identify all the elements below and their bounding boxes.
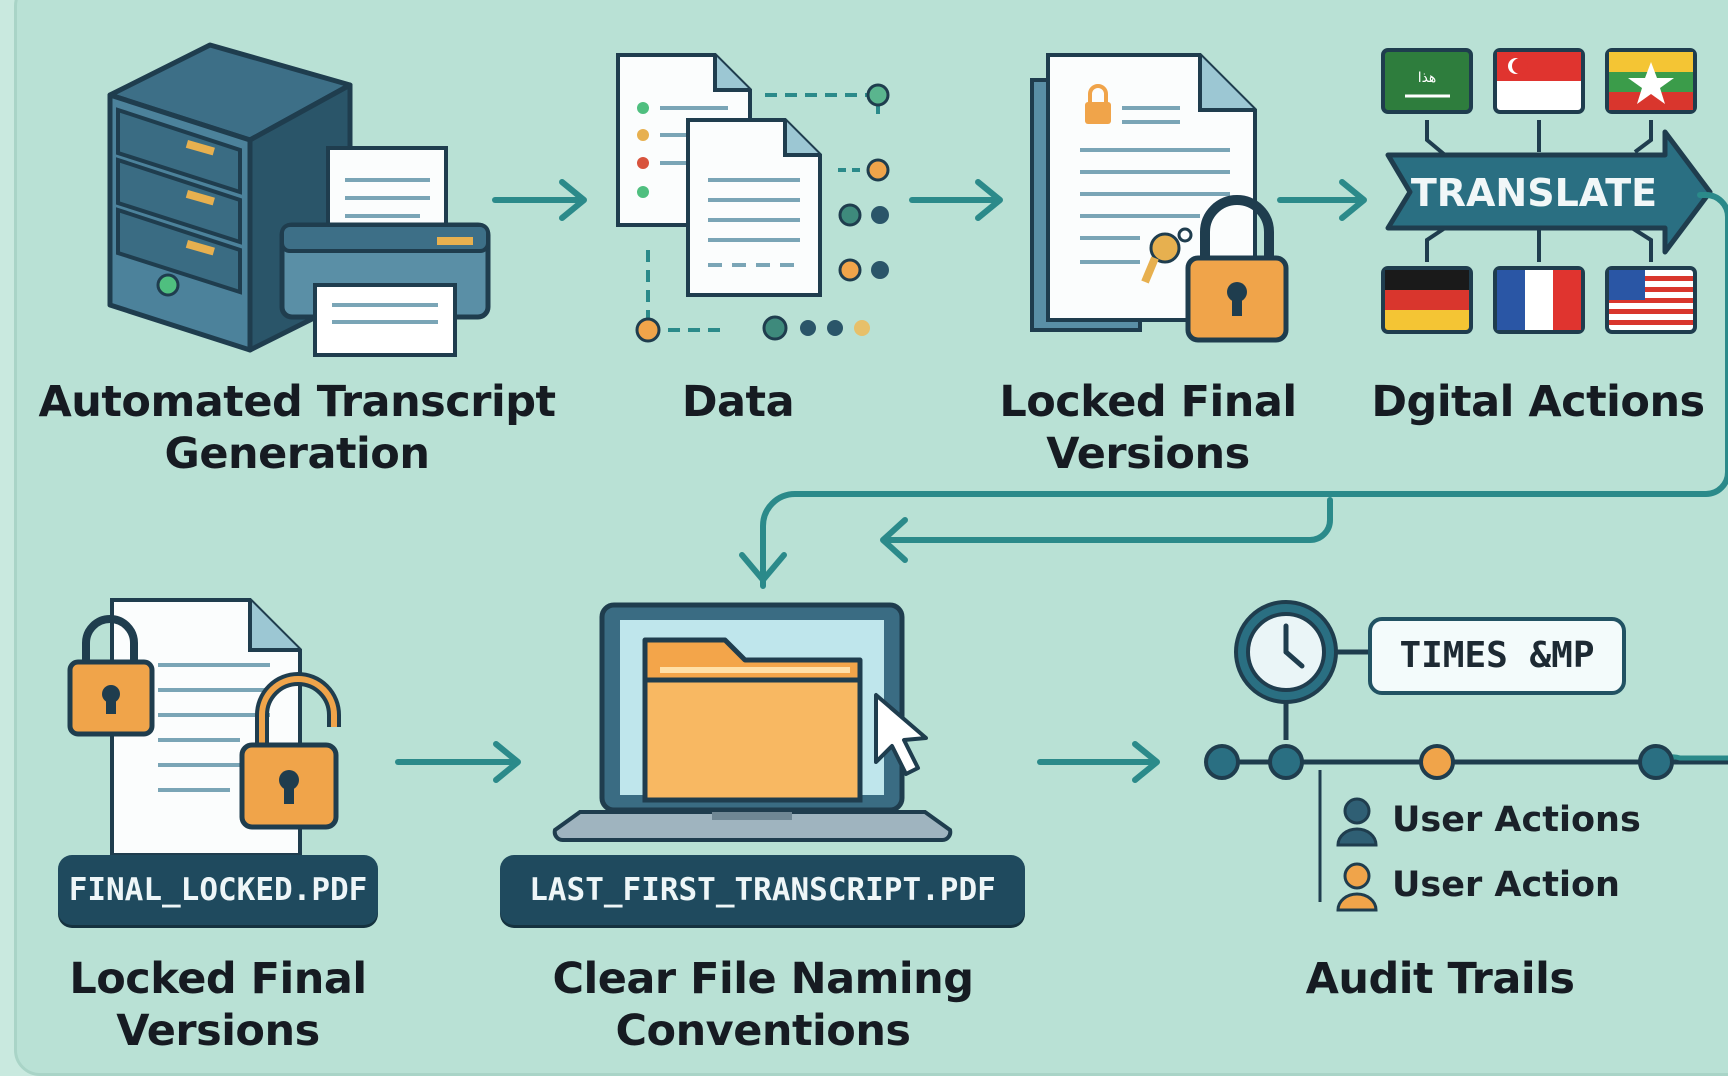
documents-icon: [616, 53, 890, 343]
flow-arrow: [1037, 741, 1160, 783]
folder-icon: [642, 637, 863, 803]
flow-arrow: [909, 179, 1003, 221]
flag-script: ﻫﺬﺍ: [1418, 70, 1437, 86]
flag-france-icon: [1493, 266, 1585, 334]
key-icon: [1141, 227, 1193, 284]
server-icon: [107, 42, 353, 353]
flag-germany-icon: [1381, 266, 1473, 334]
step-label-data: Data: [681, 377, 795, 427]
flag-usa-icon: [1605, 266, 1697, 334]
flag-singapore-icon: [1493, 48, 1585, 114]
timestamp-badge: TIMES &MP: [1368, 617, 1626, 695]
filename-badge-final-locked: FINAL_LOCKED.PDF: [58, 855, 378, 925]
legend-user-actions-label: User Actions: [1392, 800, 1641, 840]
lock-icon: [67, 615, 155, 737]
flow-arrow: [492, 179, 587, 221]
user-icon: [1336, 862, 1378, 912]
translate-banner: TRANSLATE: [1385, 129, 1713, 255]
lock-icon: [1185, 195, 1289, 343]
filename-badge-transcript: LAST_FIRST_TRANSCRIPT.PDF: [500, 855, 1025, 925]
flag-myanmar-icon: [1605, 48, 1697, 114]
step-label-digital-actions: Dgital Actions: [1371, 377, 1705, 427]
step-label-audit-trails: Audit Trails: [1305, 954, 1575, 1004]
flow-arrow: [395, 741, 521, 783]
flow-arrow: [1277, 179, 1367, 221]
return-connector: [739, 192, 1728, 589]
user-icon: [1336, 797, 1378, 847]
clock-icon: [1234, 600, 1368, 740]
printer-icon: [279, 146, 491, 357]
legend-user-action: User Action: [1392, 865, 1620, 905]
unlocked-lock-icon: [239, 672, 341, 830]
translate-text: TRANSLATE: [1411, 171, 1657, 215]
cursor-icon: [874, 693, 928, 776]
flag-connectors: [1425, 120, 1653, 262]
legend-user-actions: User Actions: [1392, 800, 1641, 840]
flag-saudi-icon: ﻫﺬﺍ: [1381, 48, 1473, 114]
legend-user-action-label: User Action: [1392, 865, 1620, 905]
audit-timeline: [1204, 744, 1728, 902]
